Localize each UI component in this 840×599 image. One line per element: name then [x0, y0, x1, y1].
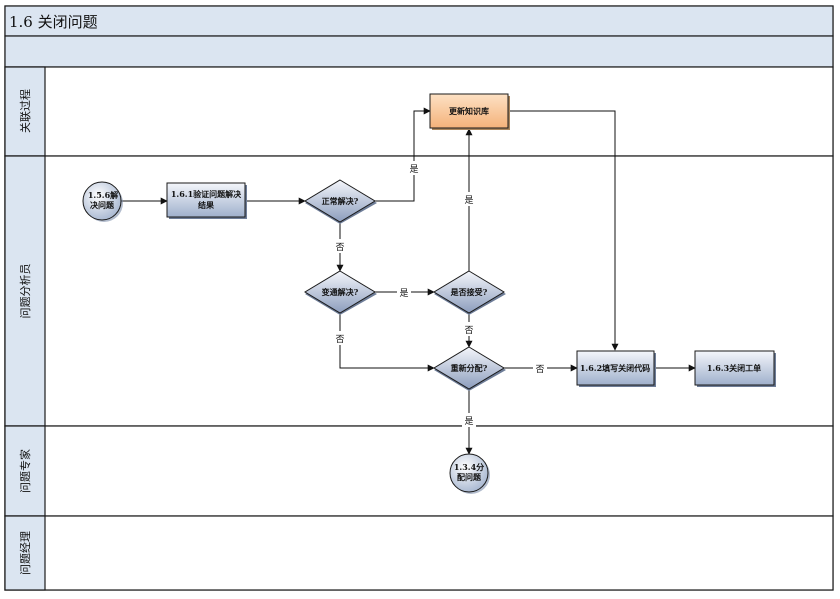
decision-normal[interactable]: 正常解决?: [304, 179, 377, 224]
start-ref-node[interactable]: 1.5.6解 决问题: [82, 181, 123, 222]
update-kb-node[interactable]: 更新知识库: [429, 93, 510, 130]
start-ref-line1: 1.5.6解: [88, 190, 118, 200]
title-bar: [4, 5, 834, 37]
edge-label-work-no: 否: [335, 334, 344, 345]
label-bg: [407, 161, 421, 175]
end-ref-line2: 配问题: [457, 472, 482, 482]
lane-label-analyst: 问题分析员: [18, 264, 32, 319]
header-band: [4, 35, 834, 68]
start-ref-line2: 决问题: [90, 200, 115, 210]
lane-expert: 问题专家: [4, 425, 834, 517]
label-bg: [333, 239, 347, 253]
edge-label-accept-yes: 是: [464, 195, 473, 206]
label-bg: [462, 413, 476, 427]
verify-line2: 结果: [198, 200, 214, 210]
verify-process-node[interactable]: 1.6.1验证问题解决 结果: [166, 182, 247, 219]
edge-label-reassign-yes: 是: [464, 416, 473, 427]
label-bg: [333, 331, 347, 345]
diagram-title: 1.6 关闭问题: [9, 13, 98, 31]
label-bg: [462, 192, 476, 206]
fill-code-node[interactable]: 1.6.2填写关闭代码: [576, 350, 656, 387]
lane-label-expert: 问题专家: [18, 449, 32, 493]
label-bg: [533, 361, 547, 375]
label-bg: [462, 322, 476, 336]
close-ticket-label: 1.6.3关闭工单: [707, 363, 761, 373]
decision-reassign[interactable]: 重新分配?: [433, 346, 506, 391]
lane-label-manager: 问题经理: [19, 531, 32, 575]
decision-reassign-label: 重新分配?: [451, 363, 488, 373]
decision-normal-label: 正常解决?: [322, 196, 359, 206]
decision-accept[interactable]: 是否接受?: [433, 270, 506, 315]
fill-code-label: 1.6.2填写关闭代码: [580, 363, 650, 373]
decision-accept-label: 是否接受?: [450, 287, 488, 297]
decision-workaround[interactable]: 变通解决?: [304, 270, 377, 315]
edge-label-normal-no: 否: [335, 242, 344, 253]
close-ticket-node[interactable]: 1.6.3关闭工单: [694, 350, 776, 387]
edge-label-accept-no: 否: [464, 325, 473, 336]
edge-label-normal-yes: 是: [409, 164, 418, 175]
edge-label-reassign-no: 否: [535, 364, 544, 375]
lane-manager: 问题经理: [4, 515, 834, 591]
decision-workaround-label: 变通解决?: [322, 287, 359, 297]
end-ref-line1: 1.3.4分: [454, 462, 484, 472]
end-ref-node[interactable]: 1.3.4分 配问题: [449, 453, 490, 494]
lane-label-guanlian: 关联过程: [18, 89, 32, 133]
edge-normal-yes: [375, 107, 431, 202]
label-bg: [397, 285, 411, 299]
edge-label-work-yes: 是: [399, 288, 408, 299]
edge-kb-to-fill: [510, 110, 619, 351]
update-kb-label: 更新知识库: [449, 106, 489, 116]
verify-line1: 1.6.1验证问题解决: [171, 189, 242, 199]
